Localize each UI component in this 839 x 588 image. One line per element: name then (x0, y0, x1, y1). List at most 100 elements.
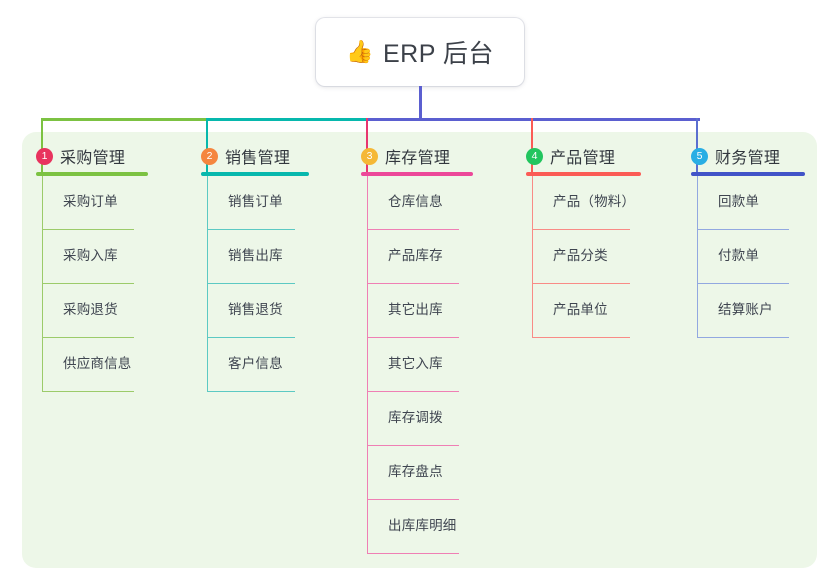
bus-segment-teal (207, 118, 369, 121)
branch-item-label: 仓库信息 (388, 194, 443, 209)
branch-item-underline (367, 390, 459, 392)
branch-item[interactable]: 采购退货 (42, 284, 154, 338)
branch-header-5[interactable]: 5 财务管理 (691, 144, 780, 168)
root-node-card[interactable]: 👍 ERP 后台 (316, 18, 524, 86)
branch-item-label: 销售退货 (228, 302, 283, 317)
branch-item[interactable]: 回款单 (697, 176, 809, 230)
branch-badge-3: 3 (361, 147, 378, 165)
root-title-text: ERP 后台 (383, 40, 494, 68)
branch-item-underline (42, 228, 134, 230)
branch-item-label: 产品库存 (388, 248, 443, 263)
branch-item-underline (42, 282, 134, 284)
branch-item-underline (697, 282, 789, 284)
branch-spine-1 (42, 176, 44, 392)
bus-segment-green (42, 118, 209, 121)
branch-drop-line-3 (366, 118, 369, 172)
branch-drop-line-5 (696, 118, 699, 172)
branch-item[interactable]: 结算账户 (697, 284, 809, 338)
branch-title-4: 产品管理 (550, 150, 616, 167)
branch-underline-1 (36, 172, 148, 176)
branch-item-underline (367, 498, 459, 500)
diagram-background-panel (22, 132, 817, 568)
branch-item-underline (207, 228, 295, 230)
branch-underline-2 (201, 172, 309, 176)
branch-item-label: 付款单 (718, 248, 760, 263)
branch-spine-4 (532, 176, 534, 338)
branch-item[interactable]: 仓库信息 (367, 176, 479, 230)
branch-item-label: 库存调拨 (388, 410, 443, 425)
branch-item-underline (697, 228, 789, 230)
branch-item-label: 客户信息 (228, 356, 283, 371)
branch-header-1[interactable]: 1 采购管理 (36, 144, 125, 168)
branch-header-4[interactable]: 4 产品管理 (526, 144, 615, 168)
branch-item[interactable]: 供应商信息 (42, 338, 154, 392)
branch-item-underline (207, 336, 295, 338)
branch-item-underline (207, 390, 295, 392)
branch-item[interactable]: 产品单位 (532, 284, 650, 338)
branch-drop-line-4 (531, 118, 534, 172)
branch-underline-4 (526, 172, 641, 176)
branch-spine-2 (207, 176, 209, 392)
branch-item-underline (42, 390, 134, 392)
branch-item-underline (367, 444, 459, 446)
root-stem-line (418, 86, 422, 121)
branch-badge-2: 2 (201, 147, 218, 165)
branch-item[interactable]: 库存调拨 (367, 392, 479, 446)
branch-item-label: 产品分类 (553, 248, 608, 263)
branch-title-2: 销售管理 (225, 150, 291, 167)
thumbs-up-icon: 👍 (346, 39, 374, 64)
branch-item[interactable]: 产品（物料） (532, 176, 650, 230)
branch-badge-1: 1 (36, 147, 53, 165)
branch-item[interactable]: 产品库存 (367, 230, 479, 284)
branch-item-label: 销售订单 (228, 194, 283, 209)
branch-item-label: 结算账户 (718, 302, 773, 317)
branch-item[interactable]: 客户信息 (207, 338, 315, 392)
branch-header-3[interactable]: 3 库存管理 (361, 144, 450, 168)
branch-item-underline (697, 336, 789, 338)
bus-segment-purple (367, 118, 700, 121)
branch-badge-4: 4 (526, 147, 543, 165)
branch-item-label: 产品（物料） (553, 194, 636, 209)
branch-title-5: 财务管理 (715, 150, 781, 167)
branch-title-1: 采购管理 (60, 150, 126, 167)
branch-item-label: 回款单 (718, 194, 760, 209)
branch-item[interactable]: 销售订单 (207, 176, 315, 230)
branch-item[interactable]: 付款单 (697, 230, 809, 284)
branch-item-label: 其它出库 (388, 302, 443, 317)
root-node-title: 👍 ERP 后台 (346, 34, 494, 70)
branch-item[interactable]: 销售退货 (207, 284, 315, 338)
branch-item-underline (42, 336, 134, 338)
branch-item[interactable]: 出库库明细 (367, 500, 479, 554)
branch-title-3: 库存管理 (385, 150, 451, 167)
branch-item-label: 销售出库 (228, 248, 283, 263)
branch-drop-line-2 (206, 118, 209, 172)
branch-item-underline (532, 228, 630, 230)
branch-item[interactable]: 采购订单 (42, 176, 154, 230)
branch-underline-5 (691, 172, 805, 176)
branch-spine-5 (697, 176, 699, 338)
branch-badge-5: 5 (691, 147, 708, 165)
branch-item-label: 供应商信息 (63, 356, 132, 371)
branch-item-label: 采购入库 (63, 248, 118, 263)
branch-item-label: 库存盘点 (388, 464, 443, 479)
branch-item[interactable]: 产品分类 (532, 230, 650, 284)
branch-item-label: 采购退货 (63, 302, 118, 317)
branch-item-underline (367, 336, 459, 338)
branch-spine-3 (367, 176, 369, 554)
branch-item-label: 其它入库 (388, 356, 443, 371)
branch-item-underline (532, 282, 630, 284)
branch-drop-line-1 (41, 118, 44, 172)
branch-item-label: 出库库明细 (388, 518, 457, 533)
branch-item-underline (367, 228, 459, 230)
branch-underline-3 (361, 172, 473, 176)
branch-item[interactable]: 销售出库 (207, 230, 315, 284)
branch-item[interactable]: 其它入库 (367, 338, 479, 392)
branch-header-2[interactable]: 2 销售管理 (201, 144, 290, 168)
branch-item[interactable]: 其它出库 (367, 284, 479, 338)
branch-item-underline (532, 336, 630, 338)
branch-item[interactable]: 库存盘点 (367, 446, 479, 500)
branch-item-underline (367, 282, 459, 284)
branch-item-underline (207, 282, 295, 284)
branch-item[interactable]: 采购入库 (42, 230, 154, 284)
